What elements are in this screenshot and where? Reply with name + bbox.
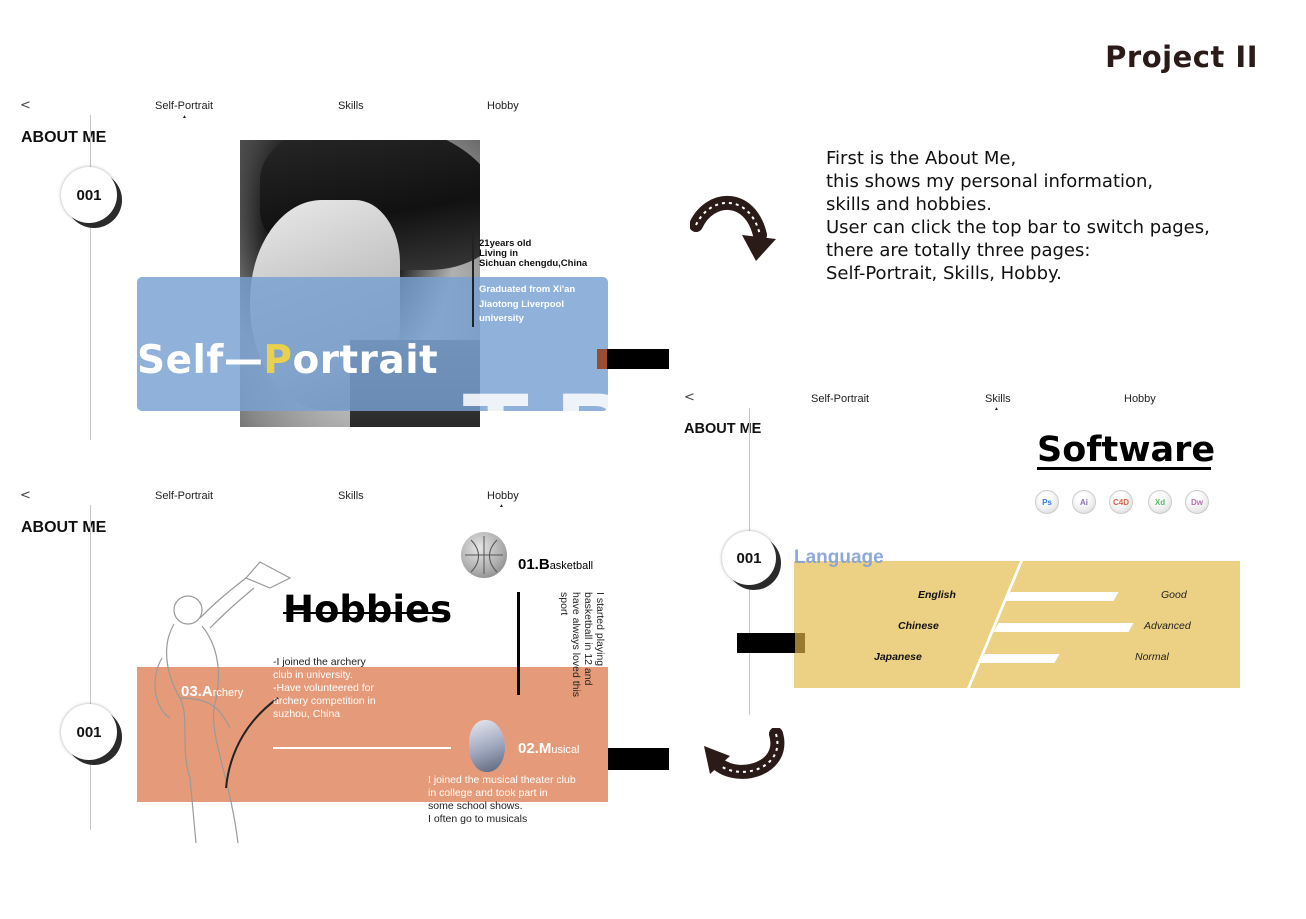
software-underline xyxy=(1037,467,1211,470)
archer-illustration xyxy=(154,561,292,844)
back-chevron-icon[interactable]: < xyxy=(20,488,31,503)
basketball-text: I started playing basketball in 12 and h… xyxy=(558,592,606,698)
language-level: Good xyxy=(1161,589,1187,601)
language-level-bar xyxy=(993,623,1134,632)
adobe-xd-icon: Xd xyxy=(1148,490,1172,514)
tab-hobby[interactable]: Hobby xyxy=(487,490,519,502)
timeline-line xyxy=(90,115,91,440)
basketball-icon xyxy=(461,532,507,578)
connector-bar xyxy=(607,349,669,369)
language-name: English xyxy=(918,589,956,601)
archery-heading: 03.Archery xyxy=(181,683,244,700)
language-name: Chinese xyxy=(898,620,939,632)
language-level: Normal xyxy=(1135,651,1169,663)
theater-mask-icon xyxy=(469,720,505,772)
basketball-heading: 01.Basketball xyxy=(518,556,594,573)
description-line: skills and hobbies. xyxy=(826,194,992,215)
tab-hobby[interactable]: Hobby xyxy=(487,100,519,112)
page-number-badge: 001 xyxy=(61,704,117,760)
divider-line xyxy=(273,747,451,749)
tab-skills[interactable]: Skills xyxy=(338,490,364,502)
dreamweaver-icon: Dw xyxy=(1185,490,1209,514)
about-me-label: ABOUT ME xyxy=(684,421,762,437)
hobbies-title: Hobbies xyxy=(283,588,453,631)
language-title: Language xyxy=(794,547,884,568)
description-line: there are totally three pages: xyxy=(826,240,1091,261)
illustrator-icon: Ai xyxy=(1072,490,1096,514)
software-title: Software xyxy=(1037,430,1216,470)
tab-self-portrait[interactable]: Self-Portrait xyxy=(155,100,214,112)
musical-heading: 02.Musical xyxy=(518,740,580,757)
portrait-color-panel xyxy=(137,277,608,411)
ghost-letters: T P xyxy=(462,371,629,494)
active-tab-indicator-icon: ▲ xyxy=(182,114,187,120)
description-line: First is the About Me, xyxy=(826,148,1017,169)
language-name: Japanese xyxy=(874,651,922,663)
language-level-bar xyxy=(979,654,1060,663)
language-panel: English Chinese Japanese Good Advanced N… xyxy=(794,561,1240,688)
basketball-line xyxy=(517,592,520,695)
language-level-bar xyxy=(1005,592,1119,601)
curved-arrow-icon xyxy=(690,195,776,261)
archery-text: -I joined the archery club in university… xyxy=(273,656,376,720)
description-line: User can click the top bar to switch pag… xyxy=(826,217,1210,238)
active-tab-indicator-icon: ▲ xyxy=(994,406,999,412)
project-title: Project II xyxy=(1105,40,1258,74)
about-me-label: ABOUT ME xyxy=(21,519,107,536)
connector-bar xyxy=(607,748,669,770)
description-line: this shows my personal information, xyxy=(826,171,1154,192)
connector-accent xyxy=(795,633,805,653)
description-text: First is the About Me, this shows my per… xyxy=(826,147,1246,285)
tab-hobby[interactable]: Hobby xyxy=(1124,393,1156,405)
cinema4d-icon: C4D xyxy=(1109,490,1133,514)
curved-arrow-icon xyxy=(704,728,785,779)
tab-skills[interactable]: Skills xyxy=(985,393,1011,405)
tab-skills[interactable]: Skills xyxy=(338,100,364,112)
page-number-badge: 001 xyxy=(61,167,117,223)
self-portrait-title: Self—Portrait xyxy=(137,338,439,383)
about-me-label: ABOUT ME xyxy=(21,129,107,146)
back-chevron-icon[interactable]: < xyxy=(684,390,695,405)
description-line: Self-Portrait, Skills, Hobby. xyxy=(826,263,1062,284)
connector-bar xyxy=(737,633,805,653)
personal-info: 21years old Living in Sichuan chengdu,Ch… xyxy=(479,238,588,269)
photoshop-icon: Ps xyxy=(1035,490,1059,514)
page-number-badge: 001 xyxy=(722,531,776,585)
musical-text: I joined the musical theater club in col… xyxy=(428,774,576,825)
education-info: Graduated from Xi'an Jiaotong Liverpool … xyxy=(479,284,576,324)
tab-self-portrait[interactable]: Self-Portrait xyxy=(155,490,214,502)
connector-accent xyxy=(597,349,607,369)
tab-self-portrait[interactable]: Self-Portrait xyxy=(811,393,870,405)
active-tab-indicator-icon: ▲ xyxy=(499,503,504,509)
language-level: Advanced xyxy=(1144,620,1191,632)
back-chevron-icon[interactable]: < xyxy=(20,98,31,113)
hobbies-strike-line xyxy=(283,612,446,614)
timeline-line xyxy=(90,505,91,830)
info-divider xyxy=(472,228,474,327)
